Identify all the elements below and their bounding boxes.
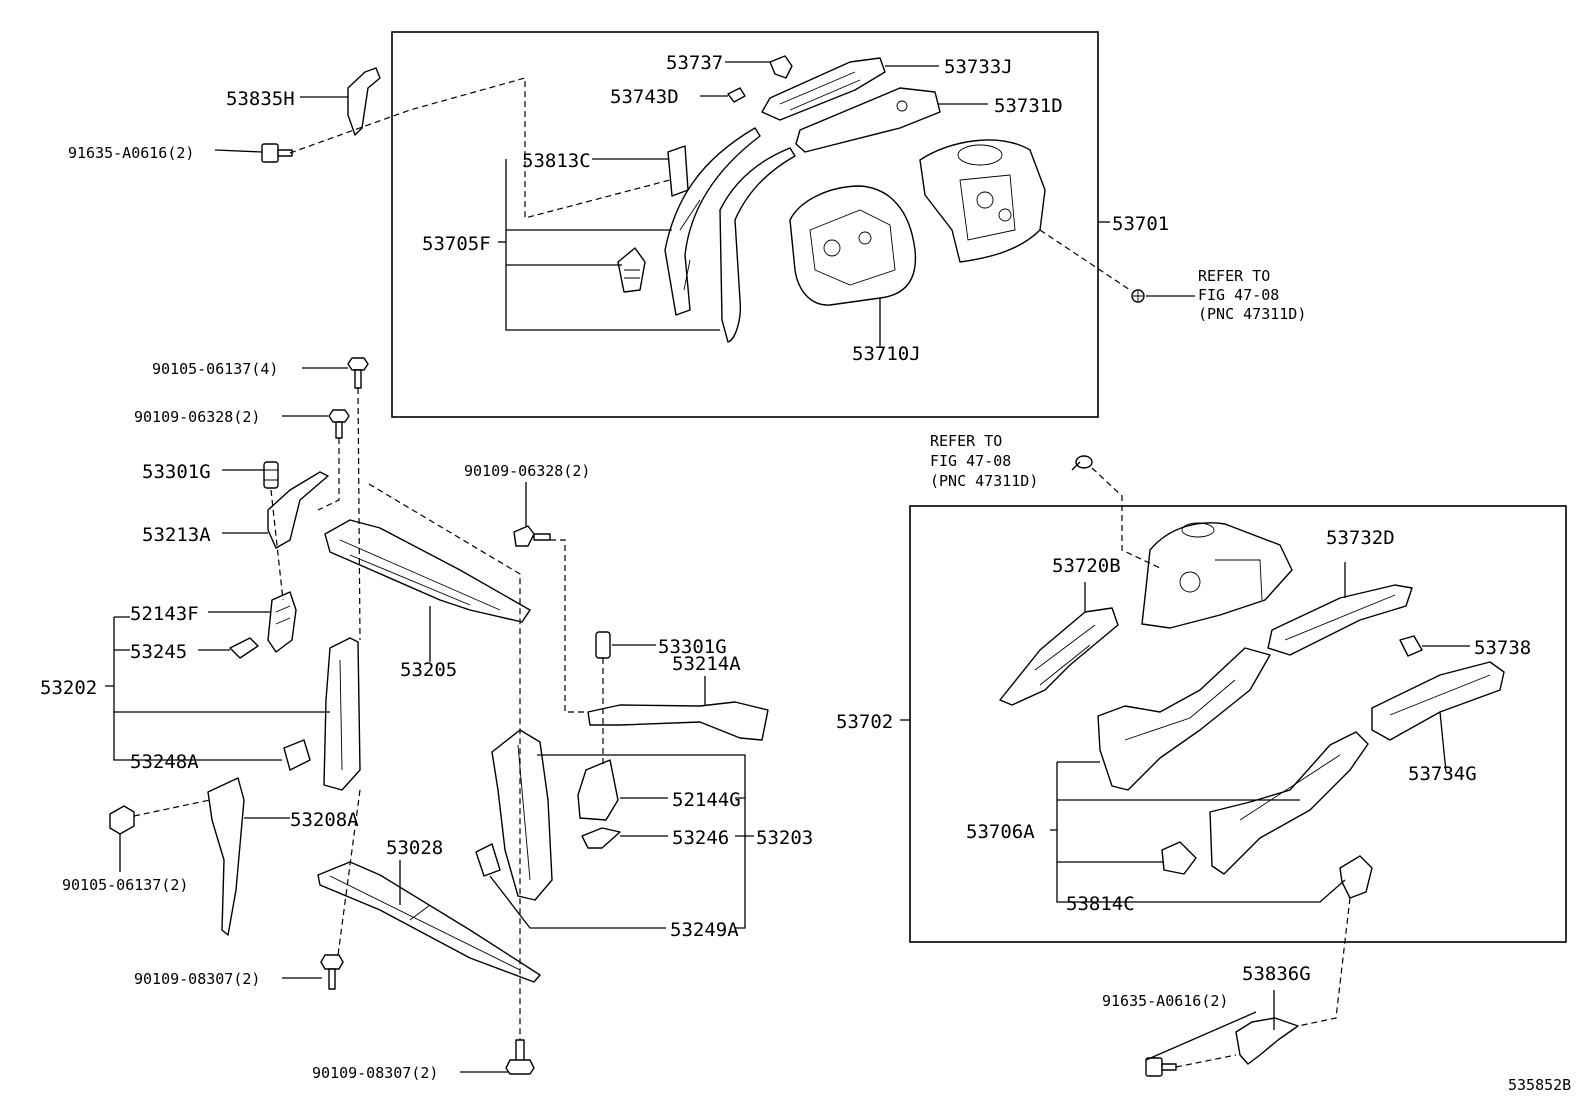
label-52144G: 52144G <box>672 789 741 811</box>
bolt-90105-06137-left <box>109 805 135 835</box>
label-53738: 53738 <box>1474 637 1531 659</box>
part-53249A <box>475 843 501 877</box>
labels: 53835H 91635-A0616(2) 53737 53743D 53813… <box>40 52 1571 1094</box>
part-53213A <box>267 471 329 549</box>
label-53734G: 53734G <box>1408 763 1477 785</box>
part-53731D <box>795 87 941 153</box>
label-53213A: 53213A <box>142 524 211 546</box>
bolt-91635-a0616-right <box>1145 1057 1177 1077</box>
label-53205: 53205 <box>400 659 457 681</box>
label-53710J: 53710J <box>852 343 921 365</box>
leader-lines <box>105 61 1470 1073</box>
part-53301G-right <box>595 631 611 659</box>
label-53245: 53245 <box>130 641 187 663</box>
label-refer-mid-1: REFER TO <box>930 432 1002 450</box>
label-53301G-right: 53301G <box>658 636 727 658</box>
label-53731D: 53731D <box>994 95 1063 117</box>
label-53705F: 53705F <box>422 233 491 255</box>
label-91635-a0616-left: 91635-A0616(2) <box>68 144 194 162</box>
label-53836G: 53836G <box>1242 963 1311 985</box>
part-53248A <box>283 739 311 771</box>
part-53737 <box>769 55 793 79</box>
label-53743D: 53743D <box>610 86 679 108</box>
figure-id: 535852B <box>1508 1076 1571 1094</box>
part-53705F <box>664 127 796 343</box>
part-52144G <box>577 759 619 821</box>
label-53301G-left: 53301G <box>142 461 211 483</box>
part-53205 <box>324 519 531 623</box>
label-90109-06328-2-left: 90109-06328(2) <box>134 408 260 426</box>
label-53248A: 53248A <box>130 751 199 773</box>
bolt-90105-06137-top <box>347 357 369 389</box>
bolt-90109-08307-bottom <box>505 1039 535 1075</box>
part-53246 <box>581 827 621 849</box>
part-53028 <box>317 861 541 983</box>
label-91635-a0616-right: 91635-A0616(2) <box>1102 992 1228 1010</box>
part-53701 <box>919 139 1046 263</box>
part-53743D <box>727 87 746 103</box>
part-clip-47311D-top <box>1131 289 1145 303</box>
label-53814C: 53814C <box>1066 893 1135 915</box>
label-53835H: 53835H <box>226 88 295 110</box>
part-53706A-lower <box>1209 731 1369 875</box>
label-90109-06328-2-right: 90109-06328(2) <box>464 462 590 480</box>
part-53836G <box>1235 1017 1299 1065</box>
part-53245 <box>229 637 259 659</box>
bolt-90109-08307-left <box>320 954 344 990</box>
bolt-90109-06328-left <box>328 409 350 439</box>
bolt-90109-06328-right <box>513 525 551 547</box>
part-clip-47311D-mid <box>1075 455 1093 469</box>
part-53208A-upper <box>323 637 361 791</box>
label-53706A: 53706A <box>966 821 1035 843</box>
part-53814C <box>1161 841 1197 875</box>
part-53705F-bracket <box>617 247 646 293</box>
part-apron-53702 <box>1141 522 1293 629</box>
label-90105-06137-4: 90105-06137(4) <box>152 360 278 378</box>
part-53706A-upper <box>1097 647 1271 791</box>
label-refer-mid-3: (PNC 47311D) <box>930 472 1038 490</box>
label-53733J: 53733J <box>944 56 1013 78</box>
label-53203: 53203 <box>756 827 813 849</box>
label-53249A: 53249A <box>670 919 739 941</box>
label-53701: 53701 <box>1112 213 1169 235</box>
label-53214A: 53214A <box>672 653 741 675</box>
label-refer-top-1: REFER TO <box>1198 267 1270 285</box>
part-53835H <box>347 67 381 136</box>
label-53737: 53737 <box>666 52 723 74</box>
part-53203 <box>491 729 553 901</box>
label-refer-top-2: FIG 47-08 <box>1198 286 1279 304</box>
label-refer-top-3: (PNC 47311D) <box>1198 305 1306 323</box>
part-53732D <box>1267 584 1413 656</box>
label-refer-mid-2: FIG 47-08 <box>930 452 1011 470</box>
part-53214A <box>587 701 769 741</box>
part-53734G <box>1371 661 1505 741</box>
group-box-53701 <box>391 31 1099 418</box>
part-53814C-bracket <box>1339 855 1373 899</box>
part-52143F <box>267 591 297 653</box>
group-box-53702 <box>909 505 1567 943</box>
label-90109-08307-2-bottom: 90109-08307(2) <box>312 1064 438 1082</box>
part-53733J <box>761 57 886 121</box>
label-53813C: 53813C <box>522 150 591 172</box>
part-53710J <box>789 185 917 306</box>
label-53246: 53246 <box>672 827 729 849</box>
label-53202: 53202 <box>40 677 97 699</box>
part-53720B <box>999 607 1119 706</box>
part-53813C <box>667 145 689 197</box>
label-53028: 53028 <box>386 837 443 859</box>
label-90109-08307-2-left: 90109-08307(2) <box>134 970 260 988</box>
label-90105-06137-2: 90105-06137(2) <box>62 876 188 894</box>
dashed-assembly-lines <box>133 77 1351 1068</box>
label-53720B: 53720B <box>1052 555 1121 577</box>
bolt-91635-a0616-left <box>261 143 293 163</box>
label-53208A: 53208A <box>290 809 359 831</box>
label-53732D: 53732D <box>1326 527 1395 549</box>
part-53208A-lower <box>207 777 245 936</box>
label-52143F: 52143F <box>130 603 199 625</box>
label-53702: 53702 <box>836 711 893 733</box>
part-53738 <box>1399 635 1423 657</box>
part-53301G-left <box>263 461 279 489</box>
